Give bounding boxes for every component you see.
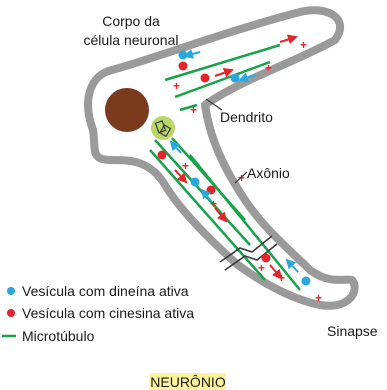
- legend: Vesícula com dineína ativa Vesícula com …: [2, 283, 194, 344]
- plus-sign: +: [300, 38, 307, 52]
- plus-sign: +: [182, 159, 189, 173]
- axon-label: Axônio: [247, 165, 290, 181]
- legend-microtubule-label: Microtúbulo: [22, 328, 95, 344]
- caption: NEURÔNIO: [150, 374, 226, 390]
- synapse-label: Sinapse: [327, 323, 378, 339]
- cell-body-label-line2: célula neuronal: [84, 32, 179, 48]
- plus-sign: +: [210, 197, 217, 211]
- plus-sign: +: [278, 271, 285, 285]
- legend-dynein-label: Vesícula com dineína ativa: [22, 283, 189, 299]
- kinesin-arrows: [174, 34, 298, 280]
- plus-sign: +: [190, 103, 197, 117]
- neuron-outline: [84, 6, 359, 310]
- centrosome-icon: [154, 120, 172, 138]
- dendrite-microtubules: [164, 43, 281, 112]
- axon-microtubules: [149, 137, 301, 291]
- dendrite-label: Dendrito: [220, 109, 273, 125]
- kinesin-vesicles: [157, 61, 271, 263]
- legend-kinesin-label: Vesícula com cinesina ativa: [22, 305, 194, 321]
- leader-lines: [205, 98, 248, 184]
- plus-sign: +: [238, 171, 245, 185]
- axon-break-mark: [219, 235, 278, 271]
- cell-body-nucleus: [105, 88, 149, 132]
- caption-background: [150, 373, 226, 390]
- legend-dynein-dot: [7, 287, 15, 295]
- plus-sign: +: [258, 261, 265, 275]
- plus-sign: +: [315, 291, 322, 305]
- plus-sign: +: [265, 61, 272, 75]
- dynein-arrows: [169, 49, 299, 273]
- plus-sign: +: [173, 79, 180, 93]
- legend-kinesin-dot: [7, 309, 15, 317]
- cell-body-label-line1: Corpo da: [102, 13, 160, 29]
